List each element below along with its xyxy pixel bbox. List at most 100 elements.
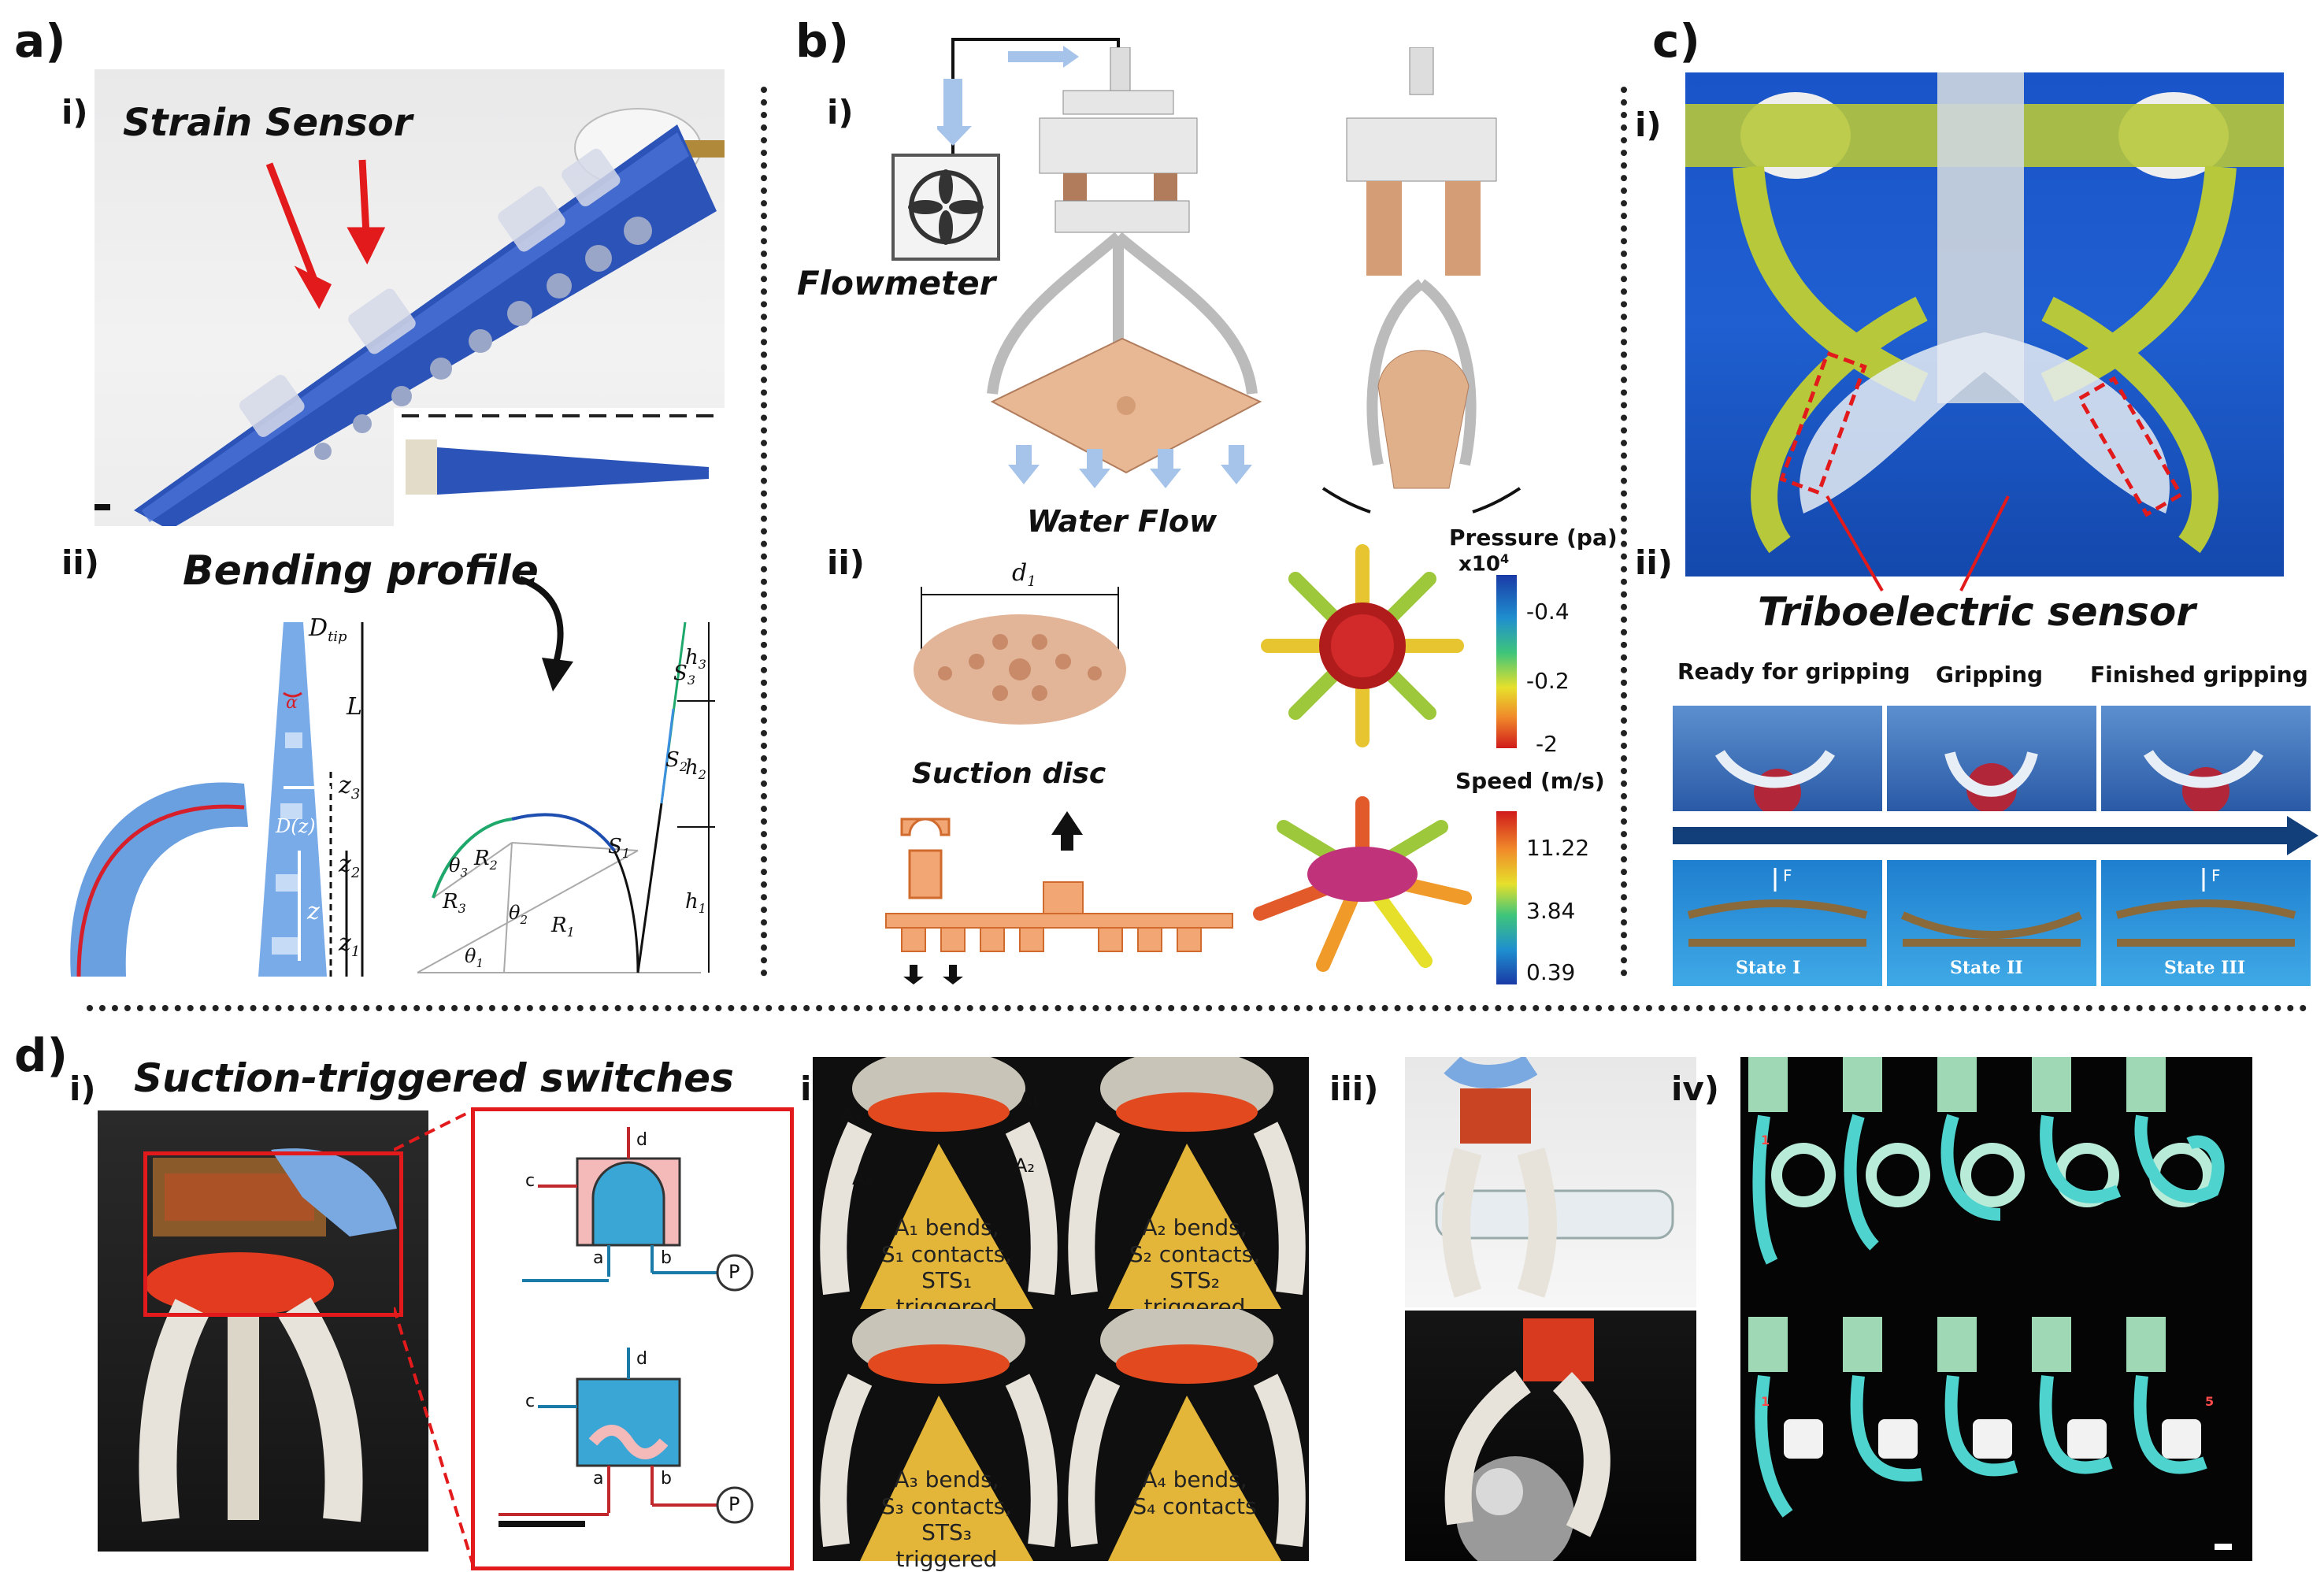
- panel-b-ii-label: ii): [827, 543, 865, 582]
- symbol-theta3: θ3: [449, 855, 468, 880]
- sphere-svg: [1444, 1318, 1610, 1561]
- arm-label-a1: A₁: [1019, 1088, 1040, 1110]
- symbol-z3: z3: [339, 772, 361, 803]
- seq-top-num-1: 1: [1761, 1133, 1770, 1147]
- switch-gripper-photo: [98, 1110, 428, 1552]
- state-1-svg: [1687, 868, 1868, 947]
- symbol-z2: z2: [339, 851, 361, 881]
- pressure-title: Pressure (pa): [1449, 525, 1618, 551]
- quad-br-svg: [1068, 1301, 1306, 1561]
- quad-tr-svg: [1068, 1049, 1306, 1309]
- quad-tl-caption: A₁ bends, S₁ contacts, STS₁ triggered: [880, 1214, 1013, 1320]
- valve-bottom-port-c: c: [525, 1392, 536, 1411]
- stage-gripping-photo: [1887, 706, 2096, 811]
- valve-top-port-b: b: [661, 1248, 672, 1268]
- quad-photo-grid: A₁ bends, S₁ contacts, STS₁ triggered A₂…: [813, 1049, 1309, 1572]
- quad-br: A₄ bends, S₄ contacts: [1061, 1301, 1309, 1561]
- bent-tentacle-svg: [70, 622, 364, 977]
- valve-bottom-pump: P: [728, 1493, 740, 1515]
- stage-ready-photo: [1673, 706, 1882, 811]
- stage-finished-svg: [2144, 750, 2263, 811]
- pressure-colorbar: [1496, 575, 1517, 748]
- quad-bl-caption: A₃ bends, S₃ contacts, STS₃ triggered: [880, 1466, 1013, 1572]
- panel-a-ii-label: ii): [61, 543, 99, 582]
- quad-tr: A₂ bends, S₂ contacts, STS₂ triggered: [1061, 1049, 1309, 1320]
- speed-title: Speed (m/s): [1455, 768, 1605, 794]
- stage-timeline-arrow: [1673, 816, 2318, 855]
- panel-b-label: b): [795, 14, 850, 68]
- stage-finished-label: Finished gripping: [2090, 662, 2308, 688]
- speed-tick-1: 11.22: [1526, 835, 1590, 861]
- tribo-gripper-svg: [1685, 72, 2284, 554]
- valve-top-port-d: d: [636, 1130, 647, 1150]
- symbol-dtip: Dtip: [309, 614, 347, 645]
- panel-c-label: c): [1652, 14, 1700, 68]
- panel-d-label: d): [14, 1029, 69, 1082]
- valve-top-port-a: a: [593, 1248, 604, 1268]
- symbol-s1: S1: [608, 835, 630, 862]
- stage-gripping-label: Gripping: [1936, 662, 2044, 688]
- stage-gripping-svg: [1944, 751, 2038, 811]
- scale-bar: [2215, 1544, 2232, 1550]
- symbol-alpha: α: [286, 693, 298, 713]
- sequence-svg: [1748, 1057, 2225, 1518]
- stage-ready-label: Ready for gripping: [1677, 658, 1911, 684]
- symbol-r2: R2: [474, 847, 498, 873]
- symbol-dz: D(z): [276, 815, 316, 837]
- suction-disc-label: Suction disc: [912, 758, 1106, 790]
- state-2-schematic: State II: [1887, 860, 2096, 986]
- tentacle-illustration: [95, 108, 725, 526]
- cross-section-diagram: [885, 811, 1233, 984]
- panel-a-i-label: i): [61, 93, 88, 132]
- speed-contour: [1253, 796, 1472, 972]
- stage-finished-photo: [2101, 706, 2311, 811]
- divider-bc: [1621, 87, 1627, 977]
- gripper-open-illustration: [987, 47, 1262, 488]
- state-3-schematic: F State III: [2101, 860, 2311, 986]
- symbol-r3: R3: [443, 890, 466, 917]
- suction-disc-svg: [914, 587, 1126, 725]
- symbol-h3: h3: [685, 646, 706, 673]
- panel-c-ii-label: ii): [1635, 543, 1673, 582]
- water-flow-label: Water Flow: [1027, 504, 1218, 539]
- symbol-theta2: θ2: [509, 902, 528, 927]
- bending-tentacle-diagram: Dtip L α z3 D(z) z2 z z1: [47, 614, 386, 977]
- sequence-photo-grid: 1 1 5: [1740, 1057, 2252, 1561]
- quad-bl: A₃ bends, S₃ contacts, STS₃ triggered: [813, 1301, 1061, 1572]
- switch-zoom-lines: [394, 1110, 474, 1564]
- panel-b-i-label: i): [827, 93, 854, 132]
- divider-ab: [761, 87, 767, 977]
- tribo-sensor-title: Triboelectric sensor: [1758, 589, 2196, 635]
- sphere-photo: [1405, 1311, 1696, 1561]
- switch-highlight-box: [143, 1151, 403, 1317]
- valve-top-port-c: c: [525, 1171, 536, 1191]
- symbol-theta1: θ1: [465, 945, 484, 970]
- valve-bottom-port-d: d: [636, 1349, 647, 1369]
- panel-d-iii-label: iii): [1329, 1070, 1379, 1108]
- valve-bottom-port-a: a: [593, 1469, 604, 1489]
- bending-geometry-diagram: S3 S2 S1 h3 h2 h1 R2 R3 R1 θ3 θ2 θ1: [402, 614, 717, 977]
- valve-schematic-svg: [499, 1127, 754, 1527]
- state-1-force: F: [1783, 866, 1792, 885]
- geometry-svg: [417, 621, 715, 973]
- pressure-tick-3: -2: [1536, 731, 1558, 757]
- symbol-s2: S2: [665, 748, 688, 775]
- symbol-d1: d1: [1012, 559, 1036, 590]
- strain-sensor-title: Strain Sensor: [123, 101, 413, 145]
- state-1-label: State I: [1736, 958, 1801, 978]
- symbol-r1: R1: [551, 914, 575, 940]
- switch-gripper-svg: [139, 1148, 397, 1522]
- valve-schematic: c d a b P c d a b P: [471, 1107, 794, 1570]
- state-2-label: State II: [1950, 958, 2023, 978]
- curved-arrow: [518, 576, 573, 691]
- strain-sensor-photo: Strain Sensor: [95, 69, 725, 526]
- pressure-contour: [1261, 544, 1464, 747]
- seq-bottom-num-5: 5: [2205, 1394, 2215, 1409]
- quad-tr-caption: A₂ bends, S₂ contacts, STS₂ triggered: [1129, 1214, 1261, 1320]
- symbol-z1: z1: [339, 929, 361, 960]
- quad-br-caption: A₄ bends, S₄ contacts: [1132, 1466, 1257, 1519]
- fan-icon: [908, 169, 984, 245]
- pressure-tick-2: -0.2: [1526, 668, 1570, 694]
- panel-a-label: a): [14, 14, 66, 68]
- suction-disc-diagram: d1: [898, 559, 1134, 748]
